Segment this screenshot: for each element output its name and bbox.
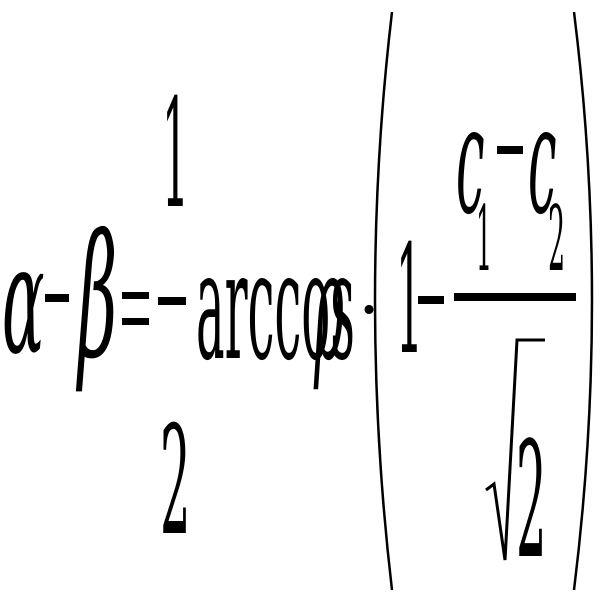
alpha-symbol: α xyxy=(2,214,45,389)
minus-sign-2 xyxy=(158,297,186,305)
half-denominator: 2 xyxy=(160,396,191,570)
beta-symbol: β xyxy=(75,198,117,396)
minus-sign-3 xyxy=(418,296,444,304)
equals-sign xyxy=(122,292,149,325)
rho-symbol: ρ xyxy=(314,220,345,394)
right-parenthesis xyxy=(574,12,592,590)
half-numerator: 1 xyxy=(162,67,189,241)
minus-sign-1 xyxy=(45,294,69,302)
sqrt-radicand: 2 xyxy=(516,407,547,594)
fraction-bar xyxy=(454,293,576,301)
c1-subscript: 1 xyxy=(476,187,492,292)
minus-sign-4 xyxy=(497,146,523,154)
c2-subscript: 2 xyxy=(548,186,565,292)
multiplication-dot: · xyxy=(358,269,380,351)
